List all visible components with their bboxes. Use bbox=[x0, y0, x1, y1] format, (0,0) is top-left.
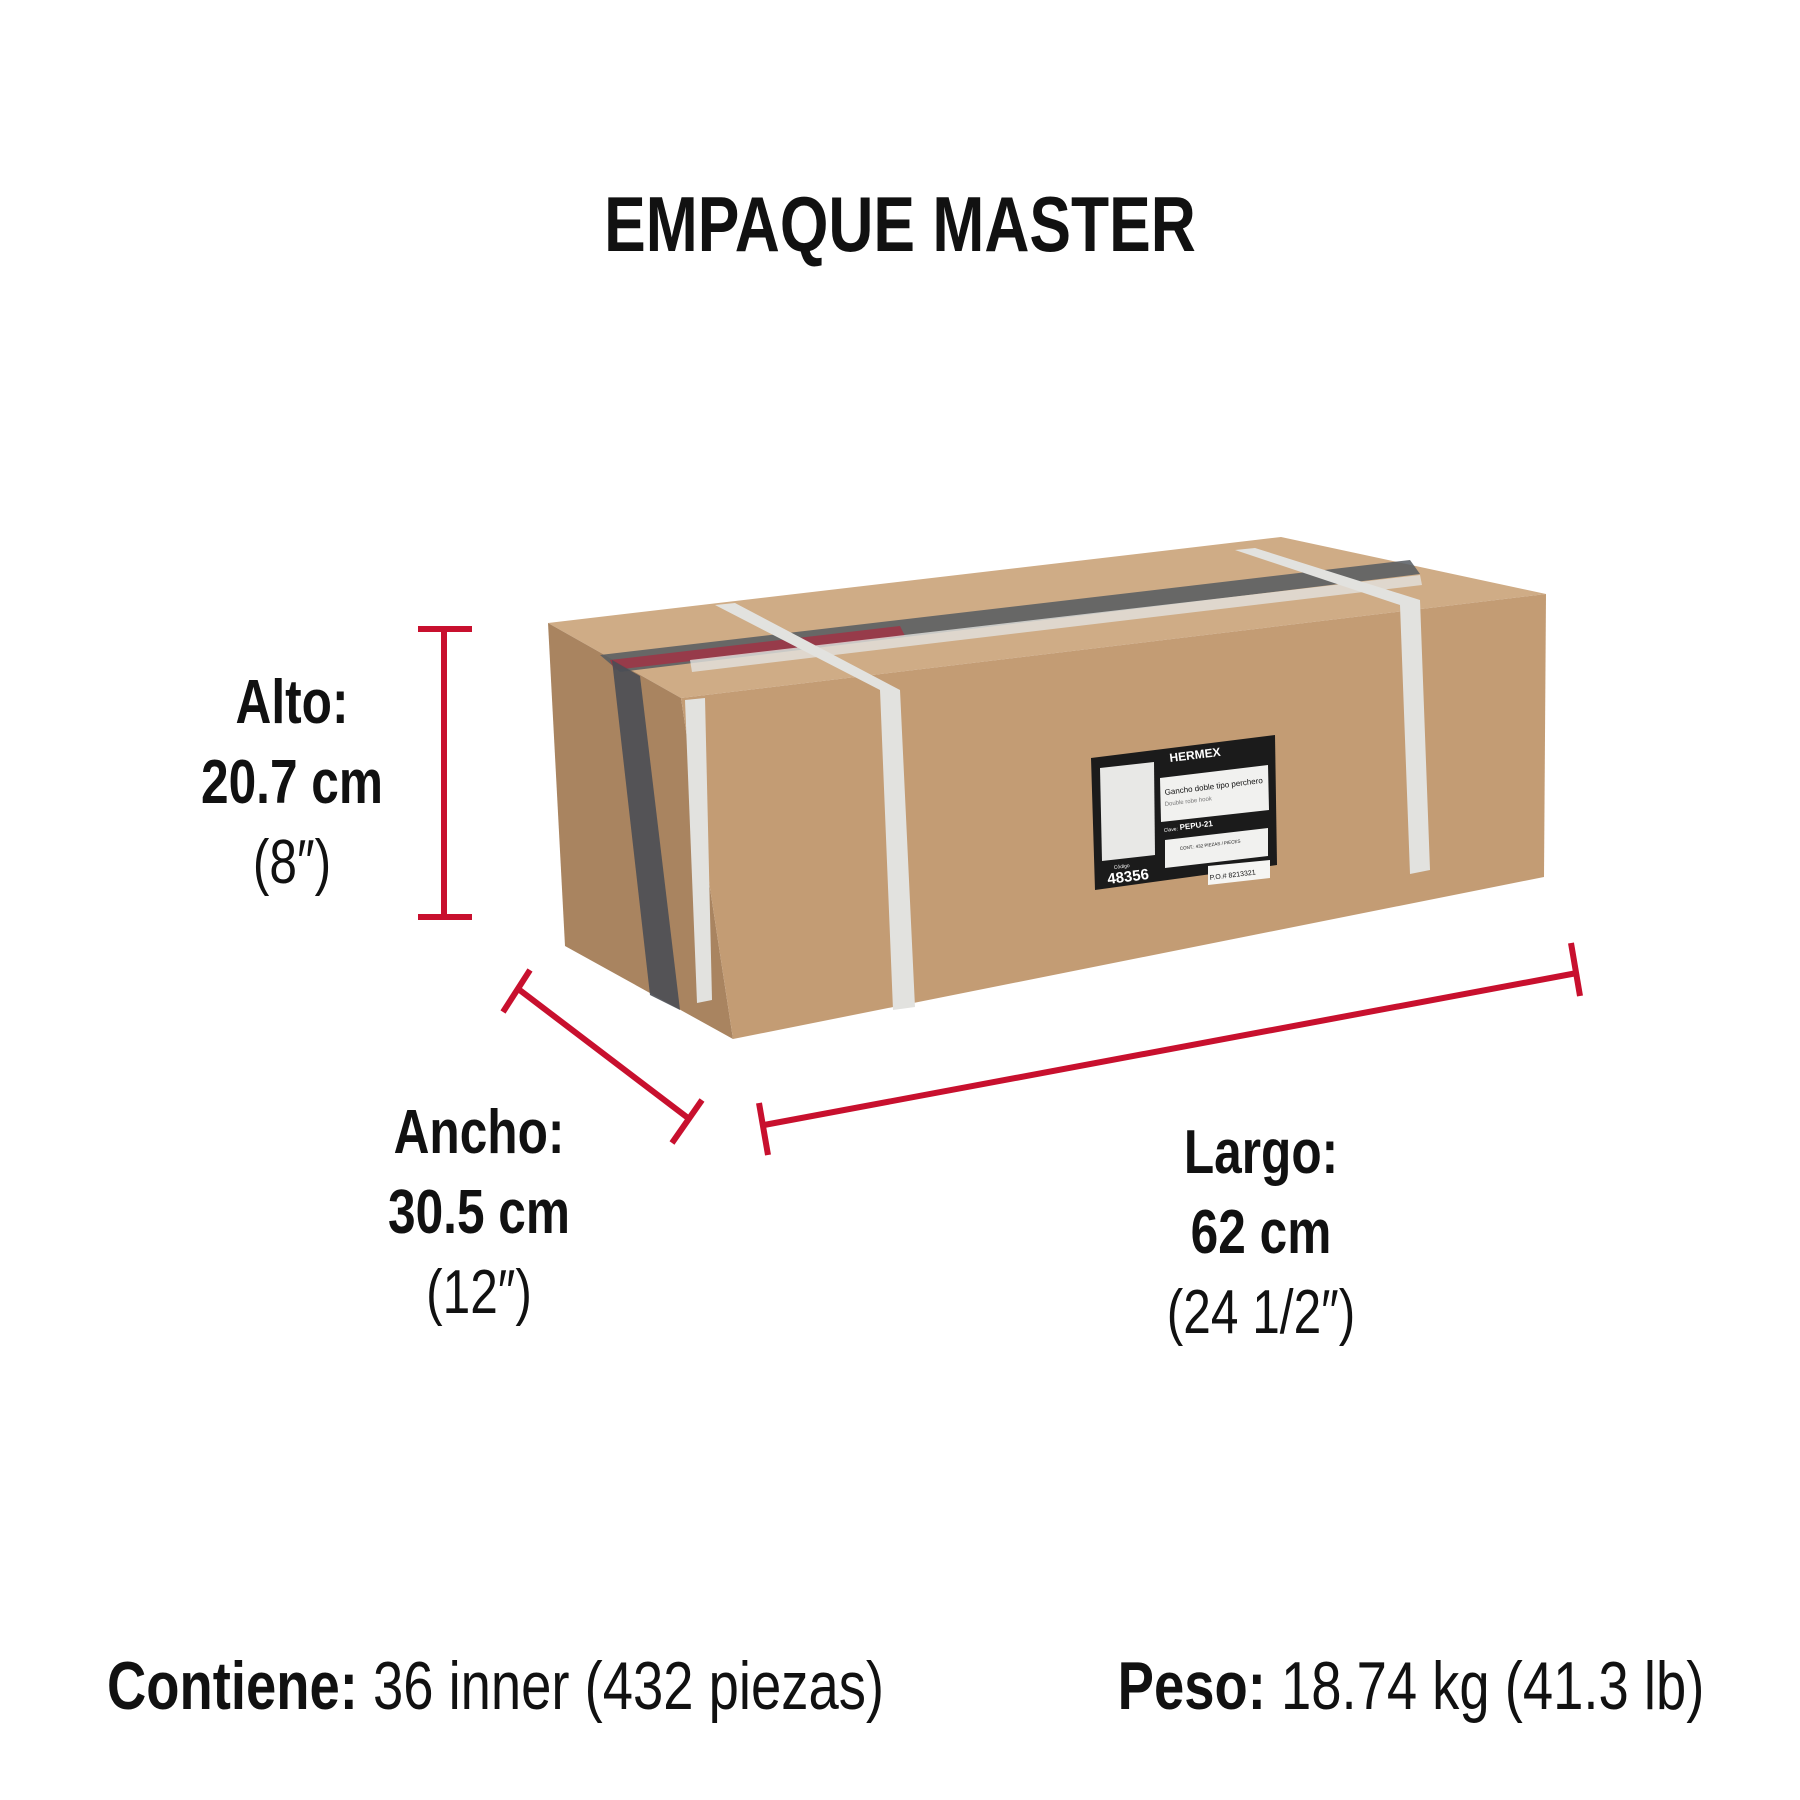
label-brand: HERMEX bbox=[1169, 745, 1222, 765]
box-strap bbox=[715, 603, 915, 1010]
largo-cap-start bbox=[756, 1102, 771, 1156]
ancho-title: Ancho: bbox=[393, 1098, 565, 1167]
largo-label: Largo: 62 cm (24 1/2″) bbox=[1167, 1122, 1356, 1362]
weight-value: 18.74 kg (41.3 lb) bbox=[1280, 1648, 1704, 1724]
weight-label: Peso: bbox=[1117, 1648, 1266, 1724]
label-codigo-label: Código bbox=[1114, 863, 1131, 871]
contents-label: Contiene: bbox=[107, 1648, 358, 1724]
label-product-en: Double robe hook bbox=[1165, 796, 1214, 808]
alto-label: Alto: 20.7 cm (8″) bbox=[201, 672, 383, 912]
box-strap bbox=[685, 698, 712, 1003]
page-title: EMPAQUE MASTER bbox=[604, 180, 1196, 268]
ancho-cap-end bbox=[669, 1098, 705, 1145]
box-tape-red bbox=[610, 626, 905, 670]
product-label: HERMEX Gancho doble tipo perchero Double… bbox=[1091, 735, 1277, 890]
contents-value: 36 inner (432 piezas) bbox=[372, 1648, 885, 1724]
weight-info: Peso: 18.74 kg (41.3 lb) bbox=[1117, 1652, 1704, 1720]
box-left-tape bbox=[612, 660, 680, 1010]
contents-info: Contiene: 36 inner (432 piezas) bbox=[107, 1652, 884, 1720]
alto-title: Alto: bbox=[235, 668, 349, 737]
largo-imperial: (24 1/2″) bbox=[1166, 1278, 1356, 1347]
box-strap bbox=[690, 575, 1422, 672]
ancho-dimension-line bbox=[515, 985, 690, 1121]
ancho-metric: 30.5 cm bbox=[387, 1178, 571, 1247]
alto-imperial: (8″) bbox=[252, 828, 332, 897]
label-clave: PEPU-21 bbox=[1179, 819, 1214, 832]
largo-cap-end bbox=[1568, 942, 1583, 997]
largo-metric: 62 cm bbox=[1190, 1198, 1332, 1267]
largo-dimension-line bbox=[763, 970, 1578, 1128]
ancho-imperial: (12″) bbox=[426, 1258, 532, 1327]
largo-title: Largo: bbox=[1183, 1118, 1339, 1187]
alto-metric: 20.7 cm bbox=[200, 748, 384, 817]
label-clave-label: Clave: bbox=[1164, 826, 1179, 834]
box-strap bbox=[1235, 548, 1430, 874]
ancho-cap-start bbox=[500, 968, 533, 1014]
label-codigo: 48356 bbox=[1106, 866, 1149, 888]
ancho-label: Ancho: 30.5 cm (12″) bbox=[388, 1102, 570, 1342]
